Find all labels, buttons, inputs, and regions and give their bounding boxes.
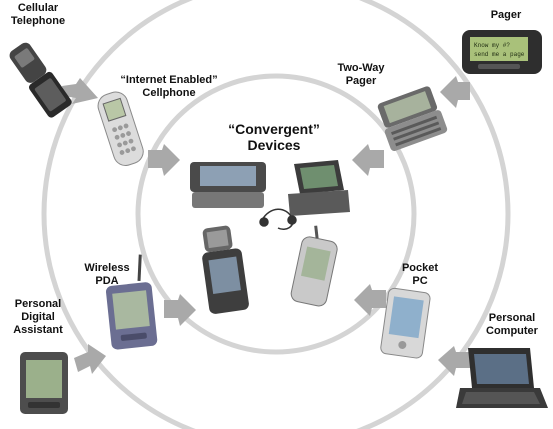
center-title-line-2: Devices bbox=[247, 137, 301, 153]
label-pocket-pc: Pocket PC bbox=[392, 262, 448, 288]
label-line: Pager bbox=[490, 9, 522, 21]
label-line: Digital bbox=[21, 311, 55, 323]
label-two-way-pager: Two-Way Pager bbox=[326, 62, 396, 88]
arrows bbox=[62, 76, 470, 376]
arrow-cellular-to-ring bbox=[62, 78, 98, 104]
label-line: Wireless bbox=[84, 262, 130, 274]
pda-phone-icon bbox=[290, 225, 338, 307]
two-way-pager-icon bbox=[377, 86, 448, 152]
label-wireless-pda: Wireless PDA bbox=[72, 262, 142, 288]
personal-digital-assistant-icon bbox=[20, 352, 68, 414]
smartphone-flip-icon bbox=[202, 225, 249, 314]
arrow-computer-to-ring bbox=[438, 346, 470, 376]
headset-icon bbox=[259, 208, 297, 230]
label-line: Pager bbox=[345, 75, 377, 87]
label-line: Cellular bbox=[17, 2, 59, 14]
communicator-icon bbox=[190, 162, 266, 208]
label-personal-computer: Personal Computer bbox=[474, 312, 550, 338]
label-line: Cellphone bbox=[142, 87, 196, 99]
label-line: Personal bbox=[14, 298, 62, 310]
cellular-telephone-icon bbox=[9, 42, 72, 118]
arrow-cellphone-to-center bbox=[148, 144, 180, 176]
label-line: PDA bbox=[95, 275, 119, 287]
label-cellular-telephone: Cellular Telephone bbox=[2, 2, 74, 28]
label-line: “Internet Enabled” bbox=[120, 74, 218, 86]
label-line: PC bbox=[412, 275, 428, 287]
wireless-pda-icon bbox=[105, 254, 158, 350]
arrow-twoway-to-center bbox=[352, 144, 384, 176]
arrow-pocketpc-to-center bbox=[354, 284, 386, 316]
label-personal-digital-assistant: Personal Digital Assistant bbox=[2, 298, 74, 337]
label-line: Telephone bbox=[10, 15, 66, 27]
label-line: Personal bbox=[488, 312, 536, 324]
handheld-pc-icon bbox=[288, 160, 350, 216]
label-line: Computer bbox=[486, 325, 538, 337]
center-title-line-1: “Convergent” bbox=[228, 121, 320, 137]
internet-cellphone-icon bbox=[97, 91, 144, 166]
inner-ring bbox=[135, 73, 417, 355]
personal-computer-icon bbox=[456, 348, 548, 408]
arrow-pda-to-center bbox=[164, 294, 196, 326]
label-internet-cellphone: “Internet Enabled” Cellphone bbox=[114, 74, 224, 100]
arrow-pager-to-ring bbox=[440, 76, 470, 108]
pocket-pc-icon bbox=[380, 287, 431, 359]
label-line: Pocket bbox=[401, 262, 439, 274]
pager-icon bbox=[462, 30, 542, 74]
pager-screen-line-1: Know my #? bbox=[474, 42, 510, 49]
center-title: “Convergent” Devices bbox=[208, 121, 340, 153]
label-line: Assistant bbox=[13, 324, 63, 336]
label-line: Two-Way bbox=[337, 62, 385, 74]
arrow-assistant-to-ring bbox=[74, 344, 106, 374]
pager-screen-line-2: send me a page bbox=[474, 51, 525, 58]
label-pager: Pager bbox=[476, 9, 536, 22]
outer-ring bbox=[41, 0, 511, 429]
